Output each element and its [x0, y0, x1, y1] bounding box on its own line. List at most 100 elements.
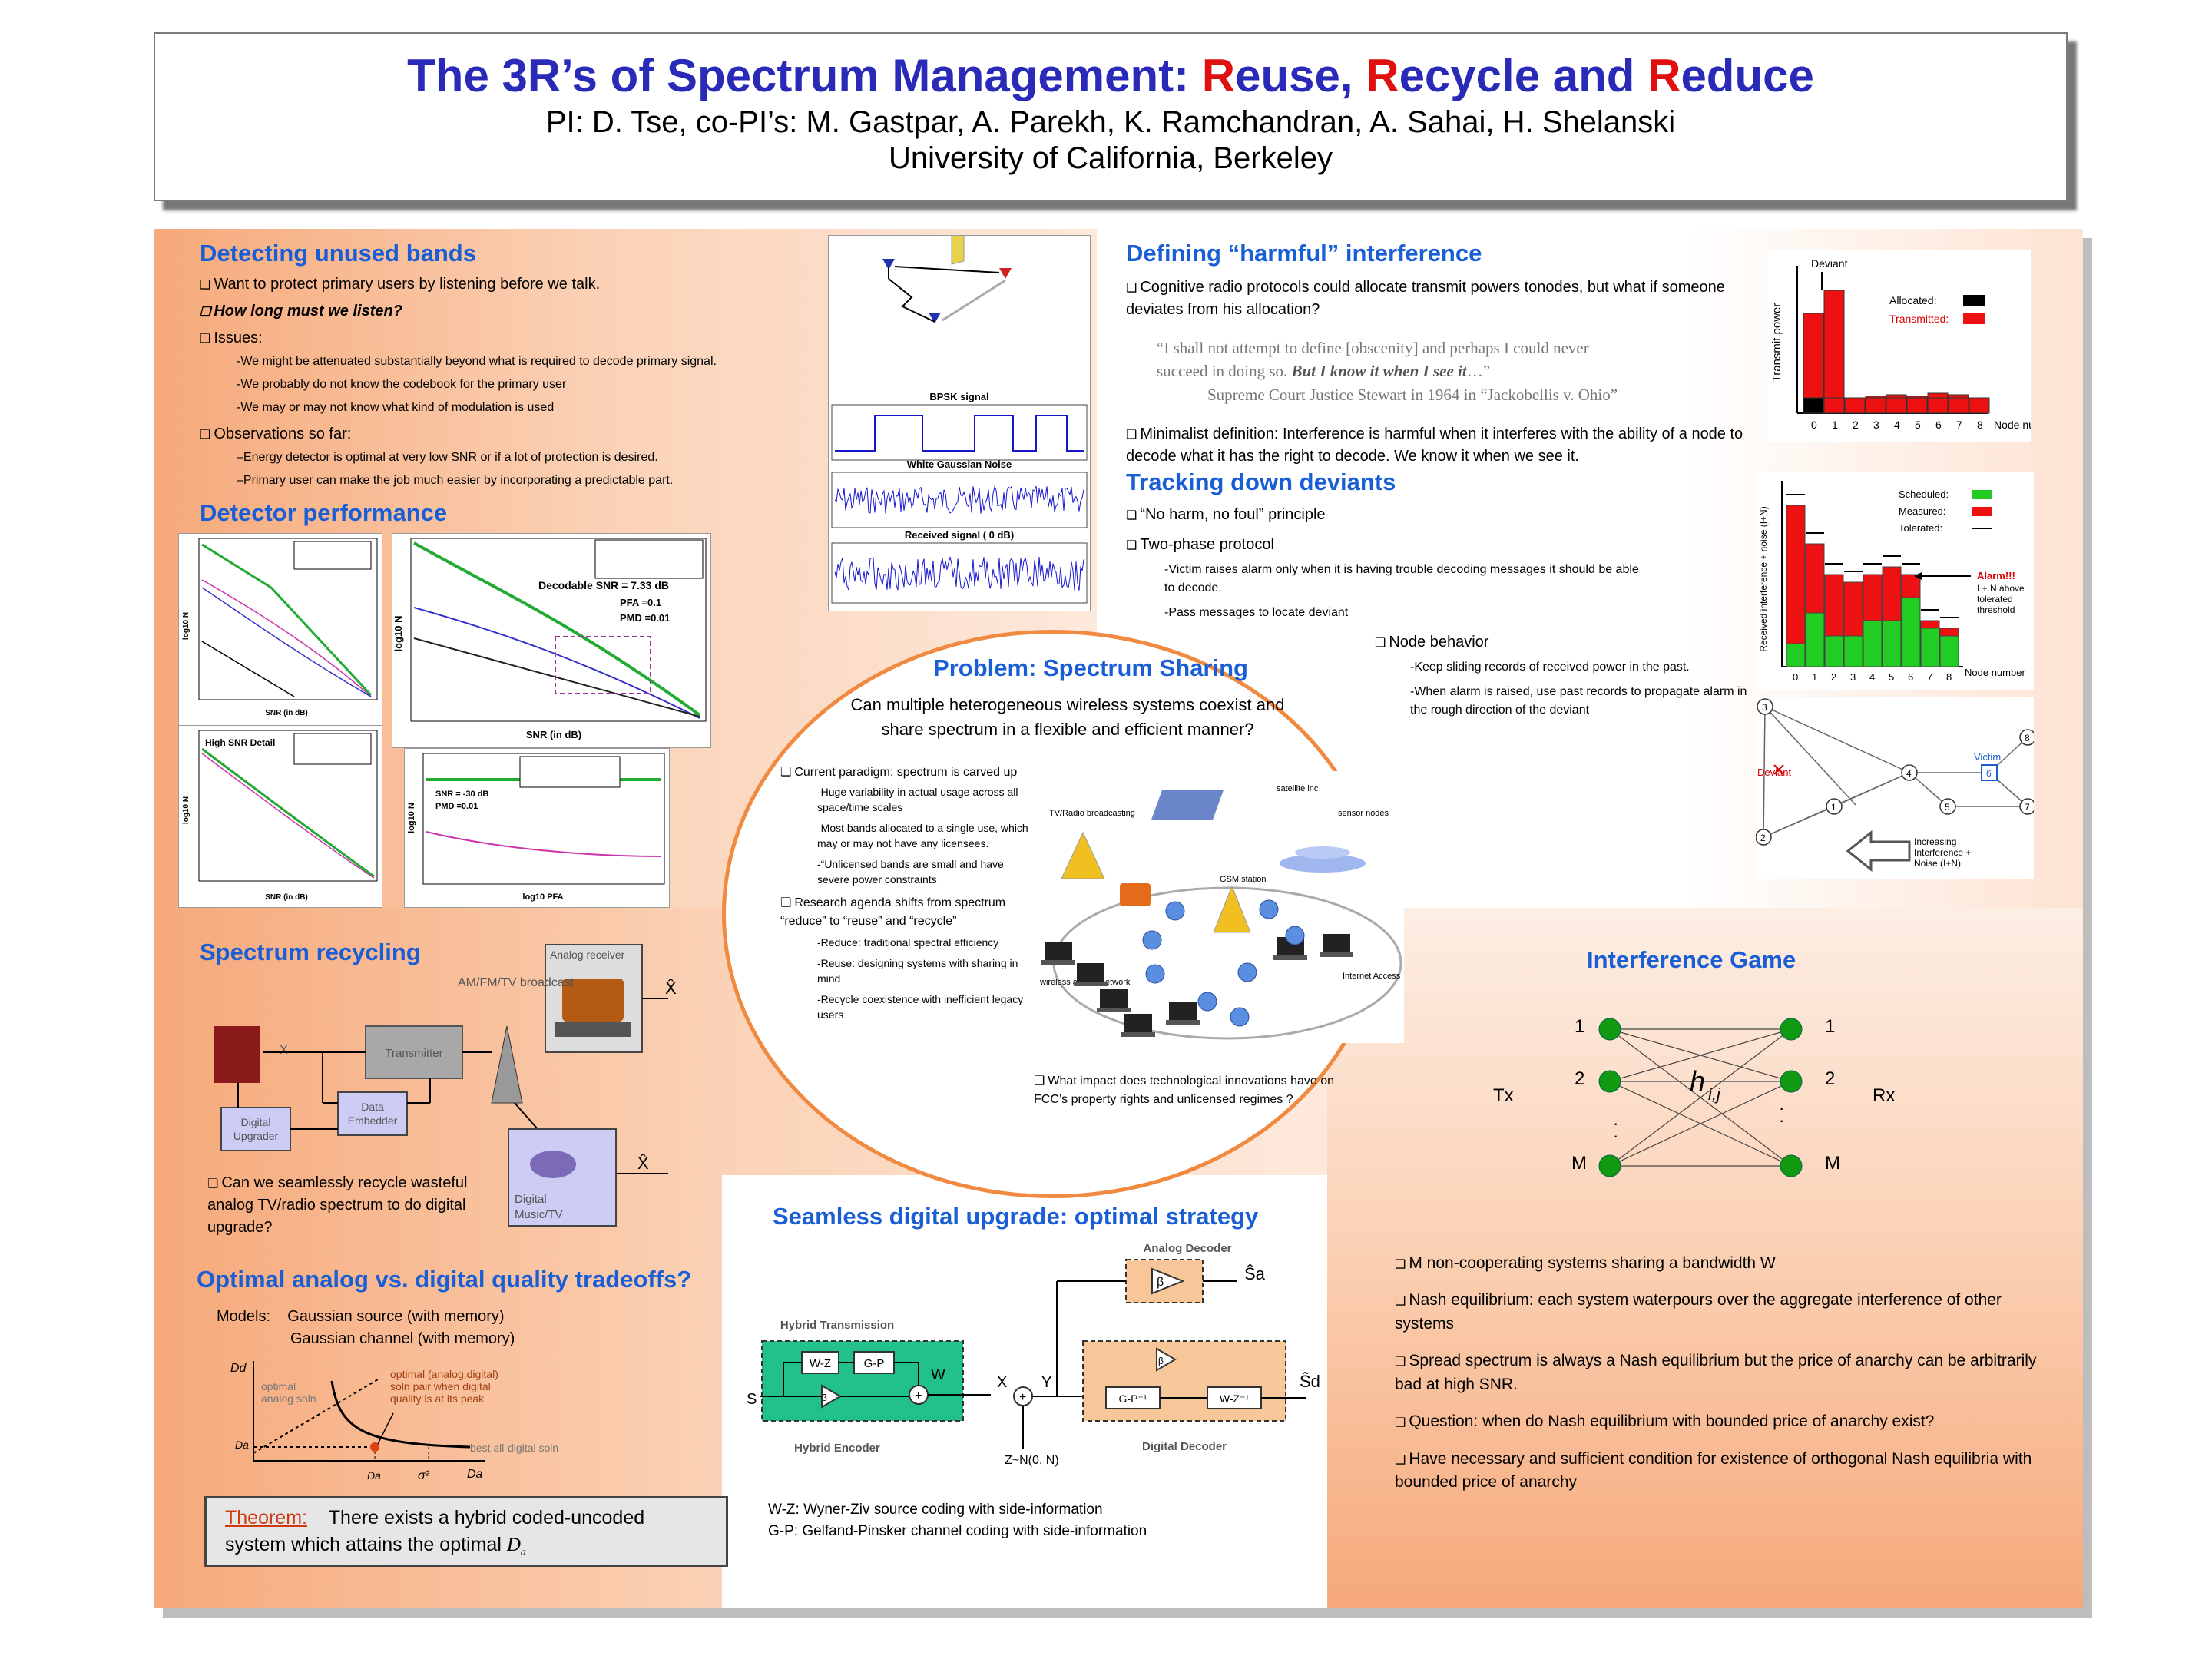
game-node: [1598, 1018, 1621, 1041]
received-interference-chart: Received interference + noise (I+N) Sche…: [1756, 472, 2034, 690]
scheduled-bar: [1843, 635, 1863, 667]
svg-text:Ŝd: Ŝd: [1300, 1372, 1320, 1391]
laptop-icon: [1077, 963, 1104, 982]
svg-text:Node number: Node number: [1965, 667, 2025, 678]
svg-text:W-Z: W-Z: [810, 1357, 831, 1370]
svg-text:Da: Da: [235, 1439, 249, 1451]
network-node: [1939, 798, 1956, 815]
allocated-bar: [1803, 397, 1824, 414]
network-node-label: 1: [1831, 802, 1836, 813]
svg-text:M: M: [1571, 1153, 1587, 1174]
problem-question: Can multiple heterogeneous wireless syst…: [850, 695, 1285, 739]
svg-text:·: ·: [1613, 1114, 1618, 1133]
antenna-icon: [929, 313, 941, 323]
svg-text:G-P⁻¹: G-P⁻¹: [1119, 1392, 1147, 1405]
tick-label: 2: [1853, 419, 1859, 431]
tracking-item: -Victim raises alarm only when it is hav…: [1164, 563, 1639, 594]
problem-item: -Most bands allocated to a single use, w…: [817, 822, 1028, 849]
gain-edge: [1609, 1028, 1792, 1167]
tick-label: 3: [1850, 671, 1856, 683]
detecting-bullet: Observations so far:: [200, 423, 830, 445]
svg-text:AM/FM/TV broadcast: AM/FM/TV broadcast: [458, 976, 575, 989]
svg-text:Deviant: Deviant: [1811, 257, 1848, 270]
svg-text:Deviant: Deviant: [1757, 767, 1791, 778]
curve-deterministic: [413, 637, 700, 717]
curve-energy: [413, 541, 701, 717]
transmit-bar: [1823, 290, 1845, 414]
svg-text:Received interference + noise: Received interference + noise (I+N): [1758, 506, 1769, 651]
svg-text:Digital: Digital: [515, 1193, 547, 1206]
svg-text:Transmit power: Transmit power: [1770, 303, 1783, 382]
svg-text:Transmitted:: Transmitted:: [1889, 313, 1949, 325]
measured-bar: [1786, 505, 1806, 667]
heading-harmful: Defining “harmful” interference: [1126, 240, 1482, 267]
phone-icon: [1259, 899, 1279, 919]
svg-text:sensor nodes: sensor nodes: [1338, 809, 1389, 818]
allocated-bar: [1865, 397, 1886, 414]
svg-text:X̂: X̂: [637, 1154, 649, 1173]
heading-detecting: Detecting unused bands: [200, 240, 476, 267]
tick-label: 0: [1811, 419, 1817, 431]
laptop-icon: [1124, 1014, 1152, 1032]
curve-deterministic: [201, 641, 295, 697]
problem-impact: What impact does technological innovatio…: [1034, 1072, 1341, 1109]
interference-path: [942, 279, 1006, 322]
detector-plot-pfa: SNR = -30 dB PMD =0.01 log10 PFA log10 N: [404, 748, 670, 908]
tick-label: 4: [1894, 419, 1900, 431]
allocated-bar: [1886, 397, 1907, 414]
tick-label: 8: [1946, 671, 1952, 683]
svg-text:Da: Da: [467, 1468, 483, 1481]
tick-label: 6: [1908, 671, 1913, 683]
svg-text:β: β: [1157, 1276, 1164, 1289]
sensor-wave-icon: [1295, 846, 1350, 859]
svg-text:β: β: [1158, 1356, 1164, 1366]
game-bullet: Question: when do Nash equilibrium with …: [1395, 1410, 2040, 1433]
tick-label: 3: [1873, 419, 1879, 431]
phone-icon: [1237, 962, 1257, 982]
heading-tracking: Tracking down deviants: [1126, 469, 1396, 495]
network-node-label: 7: [2025, 802, 2030, 813]
laptop-base-icon: [1074, 982, 1108, 986]
svg-text:Measured:: Measured:: [1899, 505, 1945, 517]
laptop-base-icon: [1320, 952, 1353, 957]
svg-text:X: X: [280, 1044, 288, 1057]
game-node: [1780, 1154, 1803, 1177]
satellite-panel-icon: [1151, 790, 1224, 820]
game-bullet: Spread spectrum is always a Nash equilib…: [1395, 1349, 2040, 1396]
issue-item: -We may or may not know what kind of mod…: [237, 401, 555, 414]
behavior-item: -Keep sliding records of received power …: [1410, 661, 1690, 674]
network-node-label: 4: [1906, 768, 1912, 779]
svg-text:Victim: Victim: [1974, 751, 2001, 763]
svg-text:Allocated:: Allocated:: [1889, 294, 1936, 306]
signal-figure-svg: BPSK signal White Gaussian Noise Receive…: [831, 222, 1088, 604]
music-icon: [214, 1026, 260, 1083]
svg-text:Scheduled:: Scheduled:: [1899, 488, 1949, 500]
phone-icon: [1165, 901, 1185, 921]
svg-text:Analog Decoder: Analog Decoder: [1143, 1242, 1231, 1255]
harmful-bullet: Cognitive radio protocols could allocate…: [1126, 276, 1748, 321]
svg-text:X̂: X̂: [665, 979, 677, 998]
detector-plot-main: Decodable SNR = 7.33 dB PFA =0.1 PMD =0.…: [392, 533, 711, 748]
svg-text:σ²: σ²: [418, 1469, 430, 1482]
laptop-base-icon: [1121, 1032, 1155, 1037]
svg-text:Dd: Dd: [230, 1362, 247, 1375]
problem-item: -“Unlicensed bands are small and have se…: [817, 858, 1004, 886]
transmit-power-chart: Deviant Transmit power Allocated: Transm…: [1767, 250, 2059, 442]
laptop-base-icon: [1273, 955, 1307, 960]
game-bullet: M non-cooperating systems sharing a band…: [1395, 1252, 2040, 1275]
svg-text:i,j: i,j: [1708, 1084, 1721, 1104]
laptop-base-icon: [1166, 1020, 1200, 1025]
tick-label: 1: [1812, 671, 1817, 683]
phone-icon: [1142, 930, 1162, 950]
noise-trace: [834, 485, 1084, 514]
tick-label: 6: [1936, 419, 1942, 431]
tick-label: 4: [1869, 671, 1875, 683]
svg-text:·: ·: [1779, 1111, 1784, 1130]
game-node: [1598, 1154, 1621, 1177]
curve-undecodable: [201, 579, 372, 697]
detecting-bullet: Want to protect primary users by listeni…: [200, 273, 830, 296]
svg-text:GSM station: GSM station: [1220, 875, 1267, 884]
heading-detector: Detector performance: [200, 499, 448, 526]
